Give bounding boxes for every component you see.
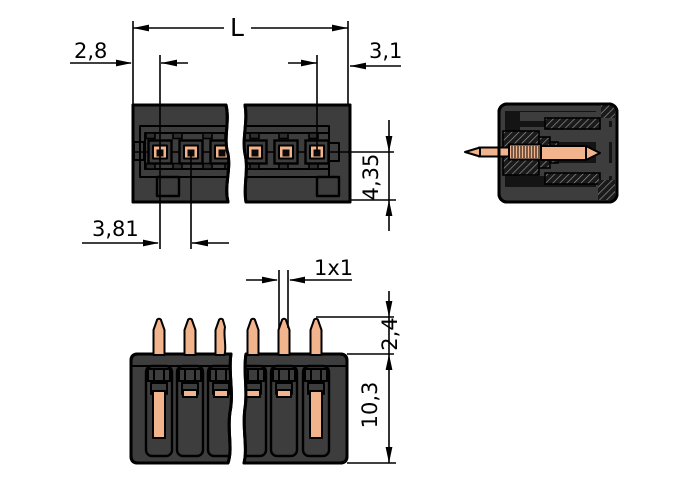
arrowhead xyxy=(161,59,177,67)
latch-detail xyxy=(184,368,196,382)
strip-notch xyxy=(249,132,260,140)
pin-contact xyxy=(244,139,268,165)
dim-label-last-pin-to-edge: 3,1 xyxy=(369,39,402,63)
dim-label-pin-cross-section: 1x1 xyxy=(314,256,353,280)
pin-tip-left xyxy=(464,146,481,158)
contact-tab xyxy=(182,389,198,398)
front-housing-left-outline xyxy=(131,103,231,204)
arrowhead xyxy=(385,200,393,216)
arrowhead xyxy=(133,24,149,32)
arrowhead xyxy=(289,276,305,284)
dim-label-total-length: L xyxy=(230,13,244,42)
section-hatch xyxy=(601,105,615,118)
pin-core xyxy=(282,149,290,157)
contact-tab xyxy=(213,389,229,398)
bottom-housing-left-outline xyxy=(129,352,233,465)
arrowhead xyxy=(192,239,208,247)
bottom-notch xyxy=(155,175,181,198)
side-view xyxy=(464,102,619,204)
section-hatch xyxy=(544,117,601,130)
arrowhead xyxy=(385,447,393,463)
solder-pin-broken xyxy=(214,317,227,356)
solder-pin xyxy=(309,317,323,356)
pin-core xyxy=(251,149,259,157)
front-housing-right-outline xyxy=(242,103,352,204)
dimension-annotations: L 2,8 3,1 4,35 3,81 1x1 xyxy=(70,13,402,464)
bottom-view xyxy=(129,317,349,465)
dim-label-edge-to-first-pin: 2,8 xyxy=(74,39,107,63)
arrowhead xyxy=(350,62,366,70)
side-rib xyxy=(503,187,608,197)
pin-shaft xyxy=(478,146,513,158)
arrowhead xyxy=(332,24,348,32)
arrowhead xyxy=(116,59,132,67)
slot xyxy=(301,364,331,458)
slot xyxy=(175,364,205,458)
solder-pin xyxy=(246,317,260,356)
solder-pin xyxy=(183,317,197,356)
dim-label-pin-row-to-bottom: 4,35 xyxy=(359,154,383,201)
strip-notch xyxy=(278,132,289,140)
strip-notch xyxy=(202,132,213,140)
front-housing-right-details xyxy=(244,125,341,198)
pin-core xyxy=(218,149,226,157)
dim-label-pin-protrusion: 2,4 xyxy=(378,317,402,350)
bottom-housing-left-details xyxy=(131,364,232,458)
solder-pin-side xyxy=(464,143,601,161)
pin-bar xyxy=(540,145,587,161)
knurl-lines xyxy=(511,146,540,158)
pin-contact xyxy=(273,139,299,165)
latch-detail xyxy=(310,368,322,382)
pin-tip-right xyxy=(585,145,601,161)
strip-notch xyxy=(172,132,183,140)
bottom-housing-right-outline xyxy=(242,352,349,465)
arrowhead xyxy=(385,136,393,152)
section-hatch xyxy=(544,172,601,185)
latch-detail xyxy=(278,368,290,382)
latch-detail xyxy=(153,368,165,382)
pin-core xyxy=(313,149,321,157)
strip-notch xyxy=(202,162,213,170)
dim-label-pin-pitch: 3,81 xyxy=(92,217,139,241)
strip-notch xyxy=(308,132,319,140)
slot xyxy=(144,364,174,458)
front-view xyxy=(131,103,352,204)
contact-tab xyxy=(276,389,292,398)
arrowhead xyxy=(385,301,393,317)
arrowhead xyxy=(143,239,159,247)
arrowhead xyxy=(262,276,278,284)
latch-detail xyxy=(215,368,227,382)
strip-notch xyxy=(145,132,156,140)
section-hatch xyxy=(598,180,615,200)
solder-pin xyxy=(152,317,166,356)
dim-label-housing-height: 10,3 xyxy=(358,382,382,429)
side-housing-outline xyxy=(497,102,619,204)
slot xyxy=(206,364,232,458)
arrowhead xyxy=(301,59,317,67)
slot xyxy=(269,364,299,458)
contact-bar xyxy=(152,390,166,439)
pin-contact xyxy=(209,139,229,165)
bottom-notch xyxy=(315,175,341,198)
contact-tab xyxy=(245,389,261,398)
slot xyxy=(244,364,268,458)
latch-detail xyxy=(247,368,259,382)
strip-notch xyxy=(224,162,229,170)
side-rib xyxy=(520,112,612,121)
strip-notch xyxy=(172,162,183,170)
contact-bar xyxy=(309,390,323,439)
side-rib xyxy=(596,109,609,193)
arrowhead xyxy=(385,354,393,370)
